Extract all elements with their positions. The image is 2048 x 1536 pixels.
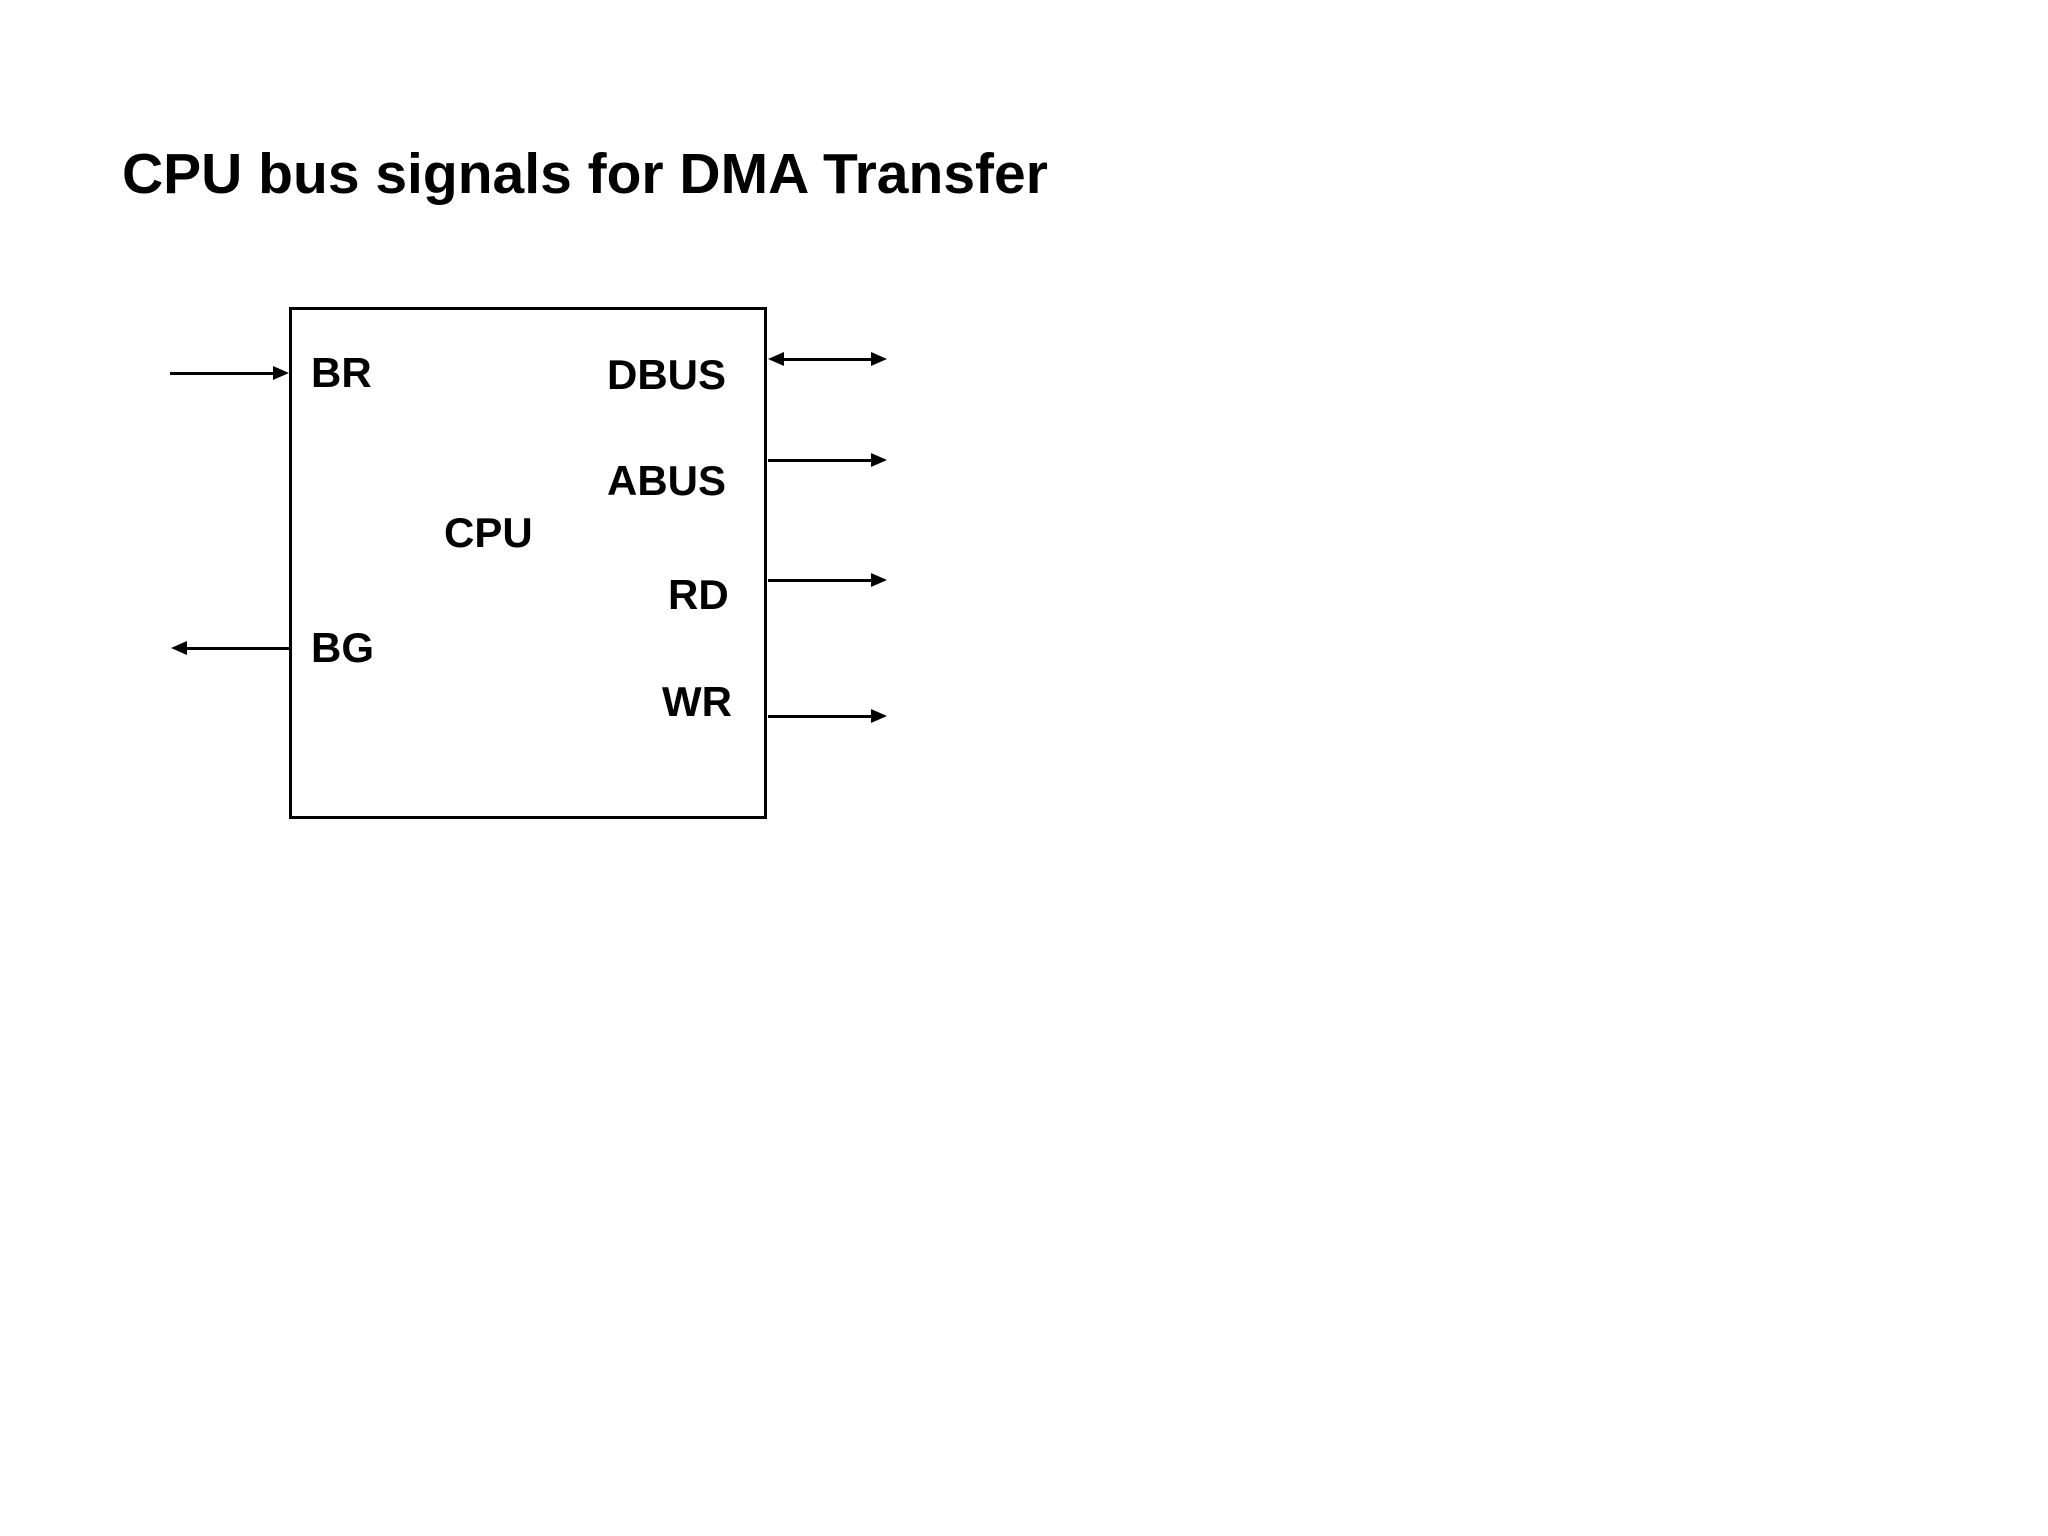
signal-label-dbus: DBUS — [607, 351, 727, 398]
arrowhead-left-icon — [768, 352, 784, 366]
arrow-line — [768, 579, 874, 582]
arrow-line — [184, 647, 290, 650]
arrowhead-right-icon — [871, 709, 887, 723]
cpu-block-label: CPU — [444, 509, 533, 556]
arrowhead-left-icon — [171, 641, 187, 655]
signal-label-rd: RD — [668, 571, 729, 618]
arrow-line — [781, 358, 875, 361]
arrowhead-right-icon — [871, 352, 887, 366]
cpu-block — [289, 307, 767, 819]
signal-label-abus: ABUS — [607, 457, 727, 504]
arrow-line — [170, 372, 276, 375]
arrowhead-right-icon — [871, 453, 887, 467]
signal-label-wr: WR — [662, 678, 732, 725]
slide-title: CPU bus signals for DMA Transfer — [122, 142, 1048, 206]
arrowhead-right-icon — [273, 366, 289, 380]
arrow-line — [768, 715, 874, 718]
signal-label-bg: BG — [311, 624, 374, 671]
arrow-line — [768, 459, 874, 462]
arrowhead-right-icon — [871, 573, 887, 587]
signal-label-br: BR — [311, 349, 372, 396]
